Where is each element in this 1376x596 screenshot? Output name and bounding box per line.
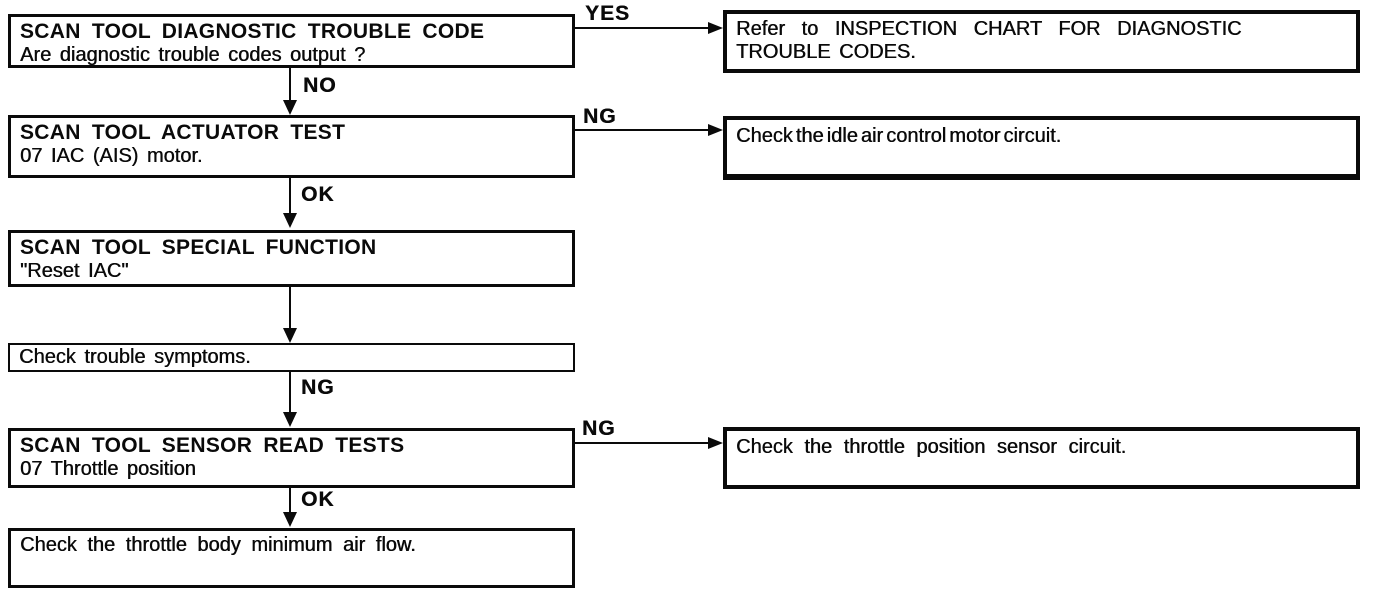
node-scan-tool-sensor-read-tests: SCAN TOOL SENSOR READ TESTS 07 Throttle … <box>8 428 575 488</box>
arrowhead-down-icon <box>283 328 297 343</box>
node-body: 07 IAC (AIS) motor. <box>20 145 203 167</box>
node-body-line1: Refer to INSPECTION CHART FOR DIAGNOSTIC <box>736 18 1242 40</box>
edge-label-yes: YES <box>585 2 631 25</box>
node-body: Check the idle air control motor circuit… <box>736 125 1062 147</box>
node-title: SCAN TOOL SPECIAL FUNCTION <box>20 236 377 259</box>
arrowhead-right-icon <box>708 124 723 136</box>
node-title: SCAN TOOL DIAGNOSTIC TROUBLE CODE <box>20 20 485 43</box>
arrowhead-down-icon <box>283 213 297 228</box>
arrowhead-right-icon <box>708 437 723 449</box>
node-check-trouble-symptoms: Check trouble symptoms. <box>8 343 575 372</box>
node-check-throttle-body-min-air-flow: Check the throttle body minimum air flow… <box>8 528 575 588</box>
node-body: Are diagnostic trouble codes output ? <box>20 44 366 66</box>
arrowhead-down-icon <box>283 412 297 427</box>
edge-label-no: NO <box>303 74 337 97</box>
arrowhead-down-icon <box>283 100 297 115</box>
edge-ok-line <box>289 488 291 513</box>
node-body: Check the throttle body minimum air flow… <box>20 534 416 556</box>
arrowhead-down-icon <box>283 512 297 527</box>
edge-label-ng: NG <box>582 417 616 440</box>
edge-label-ok: OK <box>301 488 335 511</box>
edge-ng-line <box>575 442 709 444</box>
node-body: Check trouble symptoms. <box>19 346 251 368</box>
node-check-throttle-position-sensor: Check the throttle position sensor circu… <box>723 427 1360 489</box>
edge-yes-line <box>575 27 709 29</box>
node-scan-tool-special-function: SCAN TOOL SPECIAL FUNCTION "Reset IAC" <box>8 230 575 287</box>
node-title: SCAN TOOL ACTUATOR TEST <box>20 121 346 144</box>
node-body: "Reset IAC" <box>20 260 129 282</box>
node-scan-tool-diagnostic-trouble-code: SCAN TOOL DIAGNOSTIC TROUBLE CODE Are di… <box>8 14 575 68</box>
edge-plain-line <box>289 287 291 329</box>
node-body-line2: TROUBLE CODES. <box>736 41 916 63</box>
node-body: Check the throttle position sensor circu… <box>736 436 1127 458</box>
arrowhead-right-icon <box>708 22 723 34</box>
edge-label-ok: OK <box>301 183 335 206</box>
edge-label-ng: NG <box>583 105 617 128</box>
edge-ng-line <box>289 372 291 413</box>
edge-no-line <box>289 68 291 101</box>
node-body: 07 Throttle position <box>20 458 196 480</box>
edge-ng-line <box>575 129 709 131</box>
node-title: SCAN TOOL SENSOR READ TESTS <box>20 434 405 457</box>
node-scan-tool-actuator-test: SCAN TOOL ACTUATOR TEST 07 IAC (AIS) mot… <box>8 115 575 178</box>
node-refer-inspection-chart: Refer to INSPECTION CHART FOR DIAGNOSTIC… <box>723 10 1360 73</box>
edge-label-ng: NG <box>301 376 335 399</box>
node-check-idle-air-control-motor: Check the idle air control motor circuit… <box>723 116 1360 180</box>
edge-ok-line <box>289 178 291 214</box>
